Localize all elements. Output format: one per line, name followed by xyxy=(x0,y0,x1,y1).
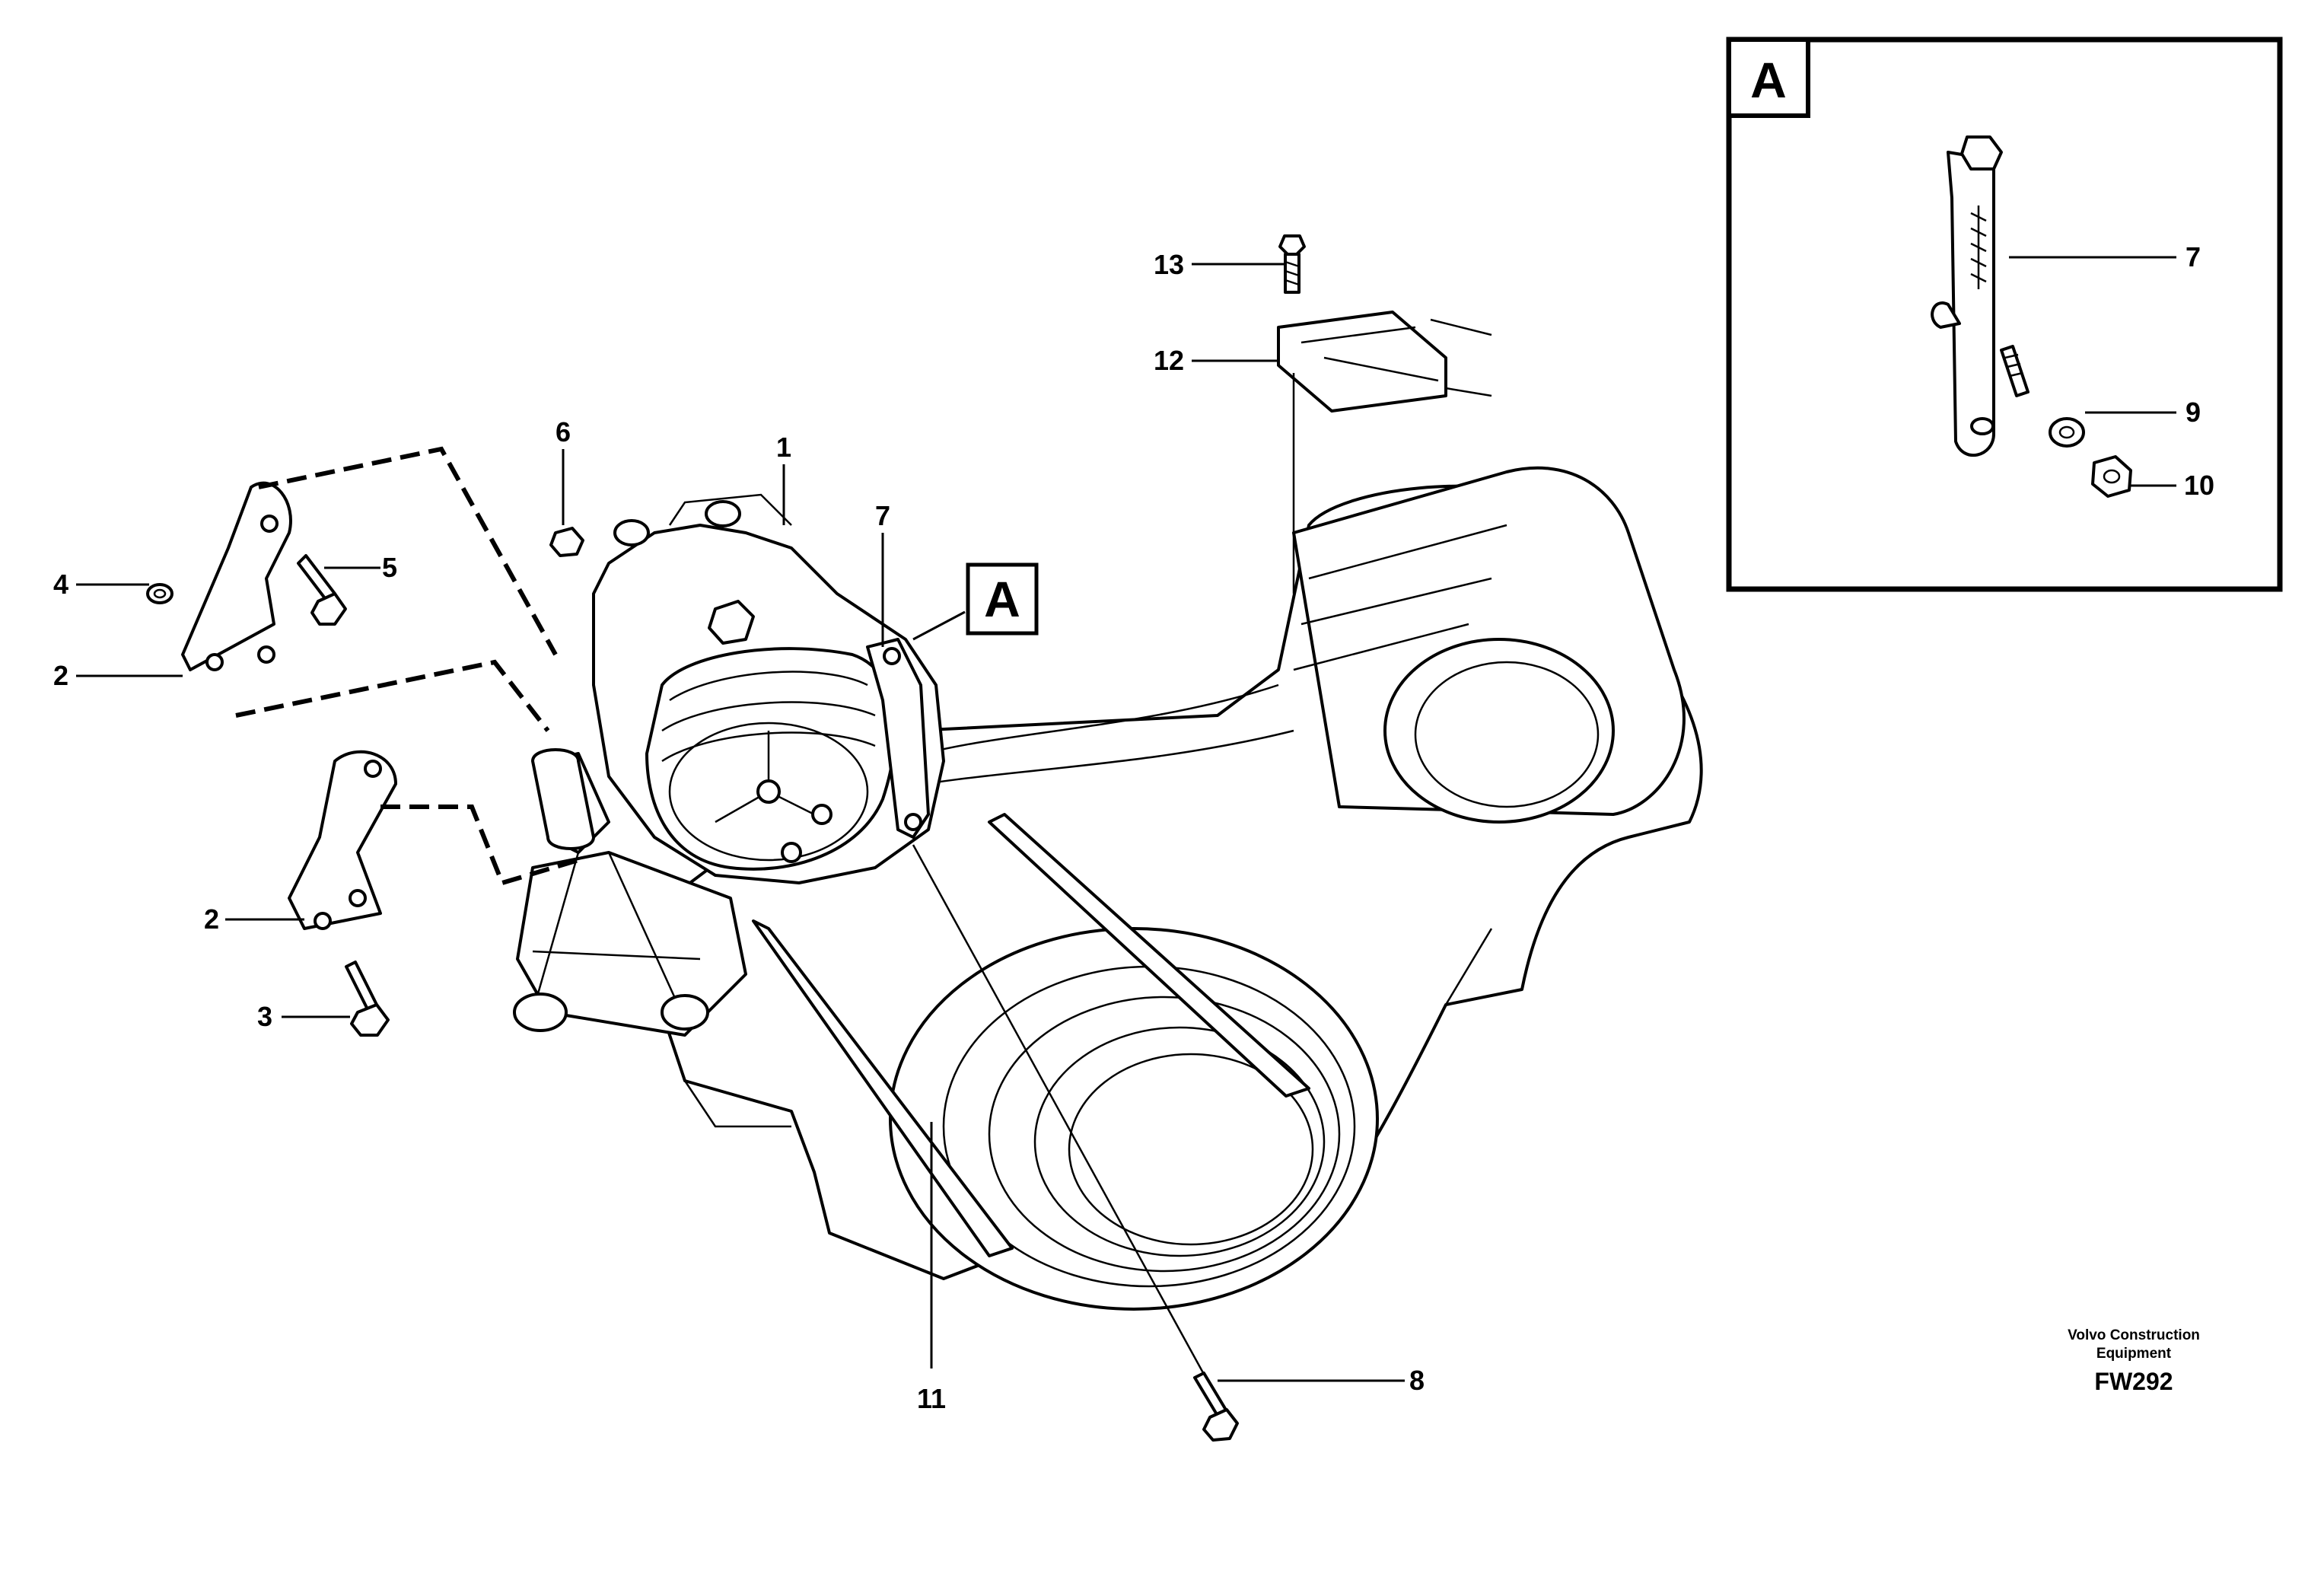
drawing-footer: Volvo Construction Equipment FW292 xyxy=(2068,1327,2200,1395)
detail-view-title: A xyxy=(1750,52,1787,108)
callout-7: 7 xyxy=(875,500,890,531)
bracket-plate-2-lower xyxy=(288,750,397,930)
brand-line-2: Equipment xyxy=(2096,1346,2172,1362)
callout-labels: 1 6 7 4 5 2 2 3 8 11 12 13 xyxy=(53,249,1425,1414)
callout-6: 6 xyxy=(556,416,571,448)
detail-callout-9: 9 xyxy=(2186,397,2201,428)
bolt-8 xyxy=(912,844,1239,1442)
detail-callout-10: 10 xyxy=(2184,470,2214,501)
detail-view-a: A 7 9 10 xyxy=(1726,37,2283,592)
view-a-marker: A xyxy=(966,562,1039,636)
callout-5: 5 xyxy=(382,552,397,583)
drawing-code: FW292 xyxy=(2094,1368,2173,1395)
mounting-bracket-12 xyxy=(1277,311,1492,594)
bracket-plate-2-upper xyxy=(181,481,292,671)
callout-13: 13 xyxy=(1154,249,1184,280)
detail-nut-10 xyxy=(2091,455,2132,498)
installation-dashed-lines xyxy=(235,446,579,886)
bolt-5 xyxy=(297,554,347,626)
nut-4 xyxy=(146,583,174,604)
drive-belt xyxy=(752,813,1310,1257)
leader-lines xyxy=(76,263,1405,1382)
callout-3: 3 xyxy=(257,1001,272,1032)
ac-compressor xyxy=(592,493,945,884)
callout-8: 8 xyxy=(1409,1365,1425,1396)
nut-6 xyxy=(549,527,584,557)
callout-1: 1 xyxy=(776,432,791,463)
detail-callout-7: 7 xyxy=(2186,241,2201,272)
detail-tensioner-bracket xyxy=(1931,135,2003,457)
detail-stud xyxy=(2000,345,2030,397)
callout-2-lower: 2 xyxy=(204,903,219,935)
crankshaft-pulley xyxy=(889,927,1379,1311)
bolt-3 xyxy=(345,961,390,1037)
bolt-13 xyxy=(1278,234,1306,294)
callout-11: 11 xyxy=(917,1383,946,1414)
callout-12: 12 xyxy=(1154,345,1184,376)
spacer-sleeve xyxy=(531,748,595,850)
callout-4: 4 xyxy=(53,569,68,600)
callout-2-upper: 2 xyxy=(53,660,68,691)
detail-washer-9 xyxy=(2049,417,2085,448)
view-a-marker-label: A xyxy=(984,571,1020,627)
brand-line-1: Volvo Construction xyxy=(2068,1327,2200,1343)
idler-pulley xyxy=(1292,466,1686,824)
tensioner-bracket-7 xyxy=(866,638,930,839)
